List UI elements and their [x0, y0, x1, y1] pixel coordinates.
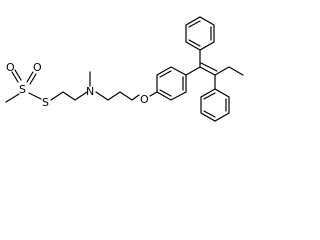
bond-chain-n-ch2-ch2	[95, 91, 140, 101]
bond-o-ring	[149, 91, 158, 97]
atom-label-thioether-sulfur: S	[42, 96, 49, 109]
lower-phenyl-ring	[200, 88, 230, 122]
bond-s-o-right-a	[26, 71, 34, 83]
bond-s-o-left-b	[14, 69, 22, 81]
atom-label-ether-oxygen: O	[140, 93, 149, 106]
bond-alkene-b	[200, 62, 218, 72]
chemical-structure-diagram: O O S S N O	[5, 16, 244, 122]
phenoxy-ring	[156, 66, 187, 101]
bond-s-s	[28, 92, 42, 100]
atom-label-sulfonyl-oxygen-left: O	[6, 61, 15, 74]
bond-alkene-a	[199, 66, 216, 76]
bond-s-o-right-b	[29, 73, 37, 85]
lower-phenyl-inner-1	[203, 92, 216, 100]
lower-phenyl-inner-3	[203, 110, 216, 118]
atom-label-sulfonyl-sulfur: S	[19, 83, 26, 96]
bond-chain-s-ch2-ch2	[50, 91, 88, 101]
upper-phenyl-inner-1	[188, 20, 201, 28]
upper-phenyl-inner-3	[188, 39, 201, 47]
bond-s-o-left-a	[11, 71, 19, 83]
bond-ethyl	[214, 66, 244, 76]
bond-methyl-sulfonyl	[5, 93, 20, 103]
upper-phenyl-ring	[185, 16, 215, 51]
bond-ring-alkene	[185, 66, 201, 76]
phenoxy-ring-inner-bond-3	[159, 89, 172, 97]
phenoxy-ring-inner-bond-1	[159, 70, 172, 78]
atom-label-sulfonyl-oxygen-right: O	[33, 61, 42, 74]
atom-label-amine-nitrogen: N	[86, 85, 94, 98]
